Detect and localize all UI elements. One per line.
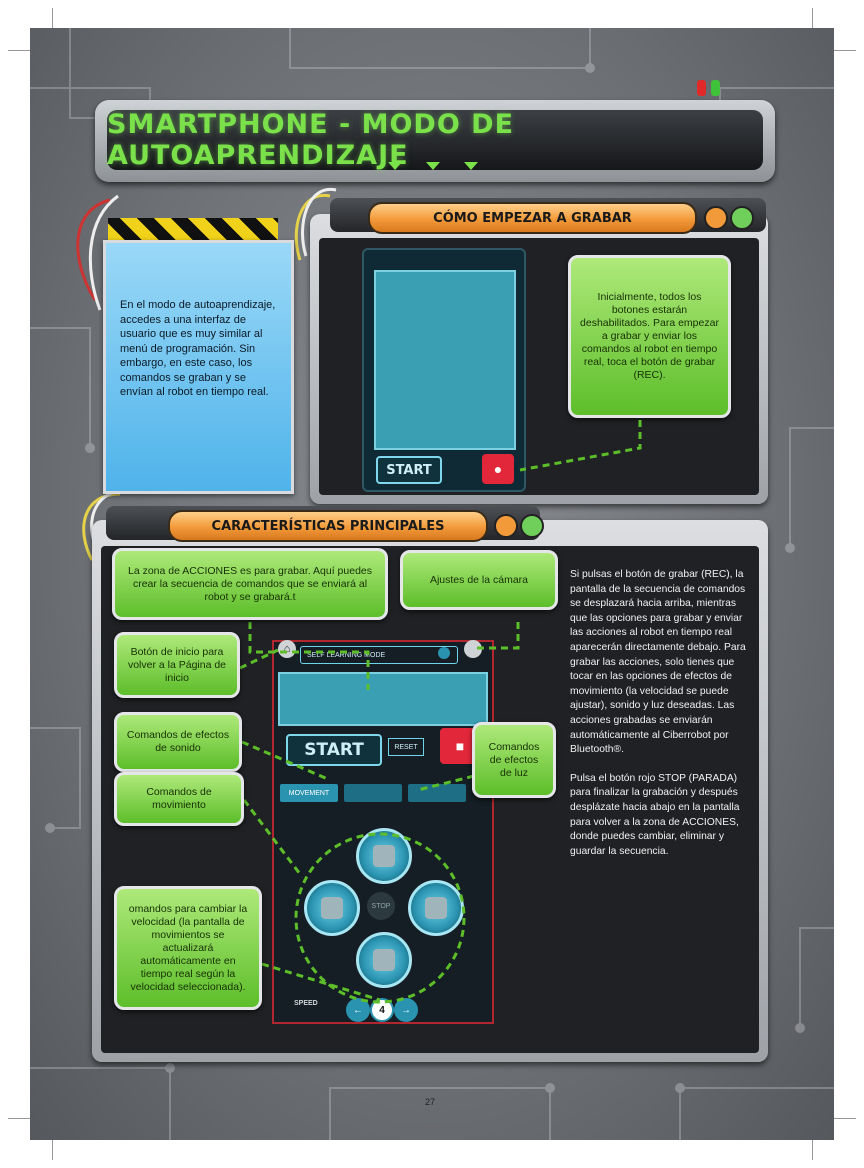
header-screen: SMARTPHONE - MODO DE AUTOAPRENDIZAJE [107,109,763,171]
camera-settings-icon[interactable] [464,640,482,658]
center-stop-button[interactable]: STOP [367,892,395,920]
crop-mark [8,1118,42,1119]
callout-light: Comandos de efectos de luz [472,722,556,798]
green-knob-icon [520,514,544,538]
callout-home: Botón de inicio para volver a la Página … [114,632,240,698]
start-button[interactable]: START [376,456,442,484]
tab-sound[interactable] [344,784,402,802]
reset-button[interactable]: RESET [388,738,424,756]
move-back-button[interactable] [356,932,412,988]
bluetooth-icon [438,647,450,659]
stop-square-icon: ■ [455,738,465,754]
callout-sound: Comandos de efectos de sonido [114,712,242,772]
orange-knob-icon [494,514,518,538]
tab-movement[interactable]: MOVEMENT [280,784,338,802]
green-light-icon [711,80,720,96]
phone-screen [374,270,516,450]
crop-mark [812,1130,813,1160]
callout-rec: Inicialmente, todos los botones estarán … [568,255,731,418]
callout-camera: Ajustes de la cámara [400,550,558,610]
arrow-down-icon [464,162,478,170]
hazard-stripe [108,218,278,240]
actions-zone[interactable] [278,672,488,726]
crop-mark [822,1118,856,1119]
phone-mockup-rec: START ● [362,248,526,492]
callout-speed: omandos para cambiar la velocidad (la pa… [114,886,262,1010]
intro-text: En el modo de autoaprendizaje, accedes a… [120,299,276,398]
phone-mockup-features: SELF LEARNING MODE START RESET ■ MOVEMEN… [272,640,494,1024]
rec-button[interactable]: ● [482,454,514,484]
crop-mark [52,8,53,38]
red-light-icon [697,80,706,96]
callout-actions-zone: La zona de ACCIONES es para grabar. Aquí… [112,548,388,620]
page-title: SMARTPHONE - MODO DE AUTOAPRENDIZAJE [107,109,515,171]
arrow-down-icon [426,162,440,170]
intro-panel: En el modo de autoaprendizaje, accedes a… [103,240,294,494]
header-panel: SMARTPHONE - MODO DE AUTOAPRENDIZAJE [95,100,775,182]
description-paragraph: Pulsa el botón rojo STOP (PARADA) para f… [570,772,740,857]
arrow-right-icon [425,897,447,919]
crop-mark [822,50,856,51]
phone-top-bar: SELF LEARNING MODE [300,646,458,664]
crop-mark [52,1130,53,1160]
crop-mark [812,8,813,38]
section-title-features: CARACTERÍSTICAS PRINCIPALES [168,510,488,542]
arrow-down-icon [388,162,402,170]
arrow-left-icon [321,897,343,919]
description-paragraph: Si pulsas el botón de grabar (REC), la p… [570,569,746,756]
crop-mark [8,50,42,51]
callout-movement: Comandos de movimiento [114,772,244,826]
move-forward-button[interactable] [356,828,412,884]
record-icon: ● [493,461,503,477]
start-button[interactable]: START [286,734,382,766]
section-title-start: CÓMO EMPEZAR A GRABAR [368,202,697,234]
arrow-down-icon [373,949,395,971]
speed-up-button[interactable]: → [394,998,418,1022]
green-knob-icon [730,206,754,230]
speed-label: SPEED [294,1000,318,1007]
arrow-up-icon [373,845,395,867]
orange-knob-icon [704,206,728,230]
move-left-button[interactable] [304,880,360,936]
page-number: 27 [425,1097,436,1107]
speed-down-button[interactable]: ← [346,998,370,1022]
circuit-pattern [30,28,834,1140]
indicator-lights [697,80,725,101]
features-description: Si pulsas el botón de grabar (REC), la p… [570,568,748,859]
